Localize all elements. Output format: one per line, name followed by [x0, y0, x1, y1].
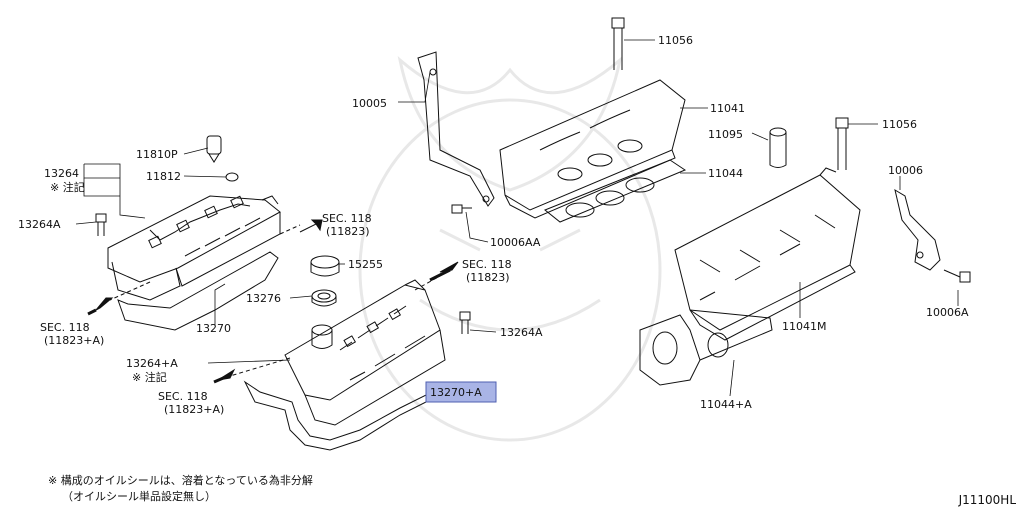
- footnote-line-1: ※ 構成のオイルシールは、溶着となっている為非分解: [48, 474, 313, 487]
- callout-13276[interactable]: 13276: [246, 292, 281, 305]
- bolt-11056-right: [835, 117, 849, 170]
- callout-10006a[interactable]: 10006A: [926, 306, 969, 319]
- callout-13264pa[interactable]: 13264+A: [126, 357, 178, 370]
- callout-11810p[interactable]: 11810P: [136, 148, 178, 161]
- callout-11044pa[interactable]: 11044+A: [700, 398, 752, 411]
- cylinder-head-11041m: [674, 167, 861, 341]
- left-gasket: [117, 251, 279, 331]
- callout-15255[interactable]: 15255: [348, 258, 383, 271]
- callout-13264a-left[interactable]: 13264A: [18, 218, 61, 231]
- bolt-10006aa: [451, 204, 472, 214]
- callout-13264pa-note: ※ 注記: [132, 370, 167, 384]
- section-ref-top-b: (11823): [326, 225, 370, 238]
- callout-13270[interactable]: 13270: [196, 322, 231, 335]
- dowel-11095: [769, 127, 787, 168]
- callout-10006aa[interactable]: 10006AA: [490, 236, 541, 249]
- head-gasket-11044a: [639, 309, 773, 386]
- oil-seal-13276: [311, 289, 337, 307]
- section-ref-low-a[interactable]: SEC. 118: [158, 390, 208, 403]
- section-ref-top-a[interactable]: SEC. 118: [322, 212, 372, 225]
- section-ref-low-b: (11823+A): [164, 403, 224, 416]
- callout-13264[interactable]: 13264: [44, 167, 79, 180]
- section-ref-left-a[interactable]: SEC. 118: [40, 321, 90, 334]
- callout-13264a-mid[interactable]: 13264A: [500, 326, 543, 339]
- callout-11041m[interactable]: 11041M: [782, 320, 826, 333]
- section-ref-left-b: (11823+A): [44, 334, 104, 347]
- center-rocker-cover: [284, 279, 446, 426]
- bolt-10006a: [943, 269, 971, 283]
- left-rocker-cover: [107, 195, 281, 301]
- callout-11041[interactable]: 11041: [710, 102, 745, 115]
- bracket-10005: [417, 51, 495, 207]
- highlight-box-13270a: [425, 381, 497, 403]
- callout-labels: 11056 10005 11041 11095 11056 11044 1000…: [18, 34, 969, 416]
- cylinder-head-11041: [499, 79, 686, 219]
- bolt-11056-top: [611, 17, 625, 70]
- callout-10006[interactable]: 10006: [888, 164, 923, 177]
- section-ref-mid-a[interactable]: SEC. 118: [462, 258, 512, 271]
- bolt-13264a-left: [95, 213, 107, 236]
- arrow-sec-mid: [414, 261, 459, 291]
- bolt-13264a-mid: [459, 311, 471, 334]
- bracket-10006: [894, 188, 941, 271]
- watermark-emblem: [358, 56, 662, 442]
- callout-11044[interactable]: 11044: [708, 167, 743, 180]
- callout-11812[interactable]: 11812: [146, 170, 181, 183]
- head-gasket-11044: [544, 159, 687, 223]
- diagram-code: J11100HL: [958, 493, 1016, 507]
- arrow-sec-low: [213, 357, 291, 384]
- callout-10005[interactable]: 10005: [352, 97, 387, 110]
- arrow-sec-top: [279, 219, 323, 235]
- callout-11056-right[interactable]: 11056: [882, 118, 917, 131]
- arrow-sec-left: [87, 281, 151, 316]
- callout-11095[interactable]: 11095: [708, 128, 743, 141]
- o-ring-11812: [225, 172, 239, 182]
- section-ref-mid-b: (11823): [466, 271, 510, 284]
- callout-13270pa[interactable]: 13270+A: [430, 386, 482, 399]
- callout-13264-note: ※ 注記: [50, 180, 85, 194]
- oil-filler-cap-15255: [310, 255, 340, 277]
- footnote-line-2: （オイルシール単品設定無し）: [62, 490, 216, 503]
- pcv-valve-11810p: [206, 135, 222, 163]
- callout-11056-top[interactable]: 11056: [658, 34, 693, 47]
